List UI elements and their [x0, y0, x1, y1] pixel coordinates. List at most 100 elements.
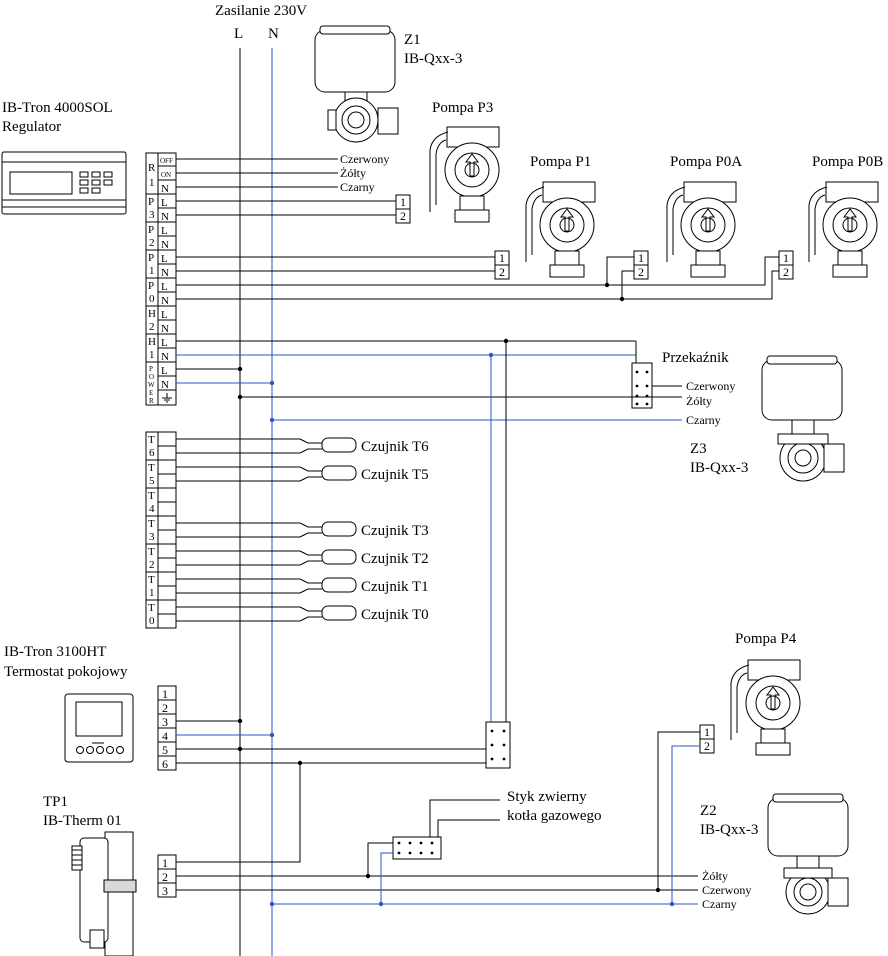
tp1-term-1: 1 — [162, 856, 168, 870]
pin-p2-n: N — [161, 239, 169, 251]
sensor-t6-label: Czujnik T6 — [361, 439, 429, 455]
junction-dot — [237, 746, 243, 752]
sensor-t0-label: Czujnik T0 — [361, 607, 429, 623]
z2-name: Z2 — [700, 803, 717, 819]
z2-wire-black: Czarny — [702, 897, 737, 911]
z3-wire-black: Czarny — [686, 413, 721, 427]
term-t0-b: 0 — [149, 615, 155, 627]
p0b-conn-2: 2 — [783, 265, 789, 279]
junction-dot — [237, 394, 243, 400]
term-t6-b: 6 — [149, 447, 155, 459]
wire-boiler-1 — [429, 799, 500, 837]
term-t3-a: T — [148, 518, 155, 530]
term-p0-a: P — [148, 280, 154, 292]
pin-p1-l: L — [161, 253, 168, 265]
z1-wire-red: Czerwony — [340, 152, 389, 166]
p3-connector — [395, 194, 411, 224]
term-t3-b: 3 — [149, 531, 155, 543]
svg-text:O: O — [149, 373, 154, 381]
supply-title: Zasilanie 230V — [215, 3, 307, 19]
thermostat-sub: Termostat pokojowy — [4, 664, 128, 680]
junction-dot — [269, 380, 275, 386]
z1-wire-yellow: Żółty — [340, 166, 366, 180]
thermostat-device — [64, 693, 134, 763]
term-h2-b: 2 — [149, 321, 155, 333]
term-p1-a: P — [148, 252, 154, 264]
sensor-t2-probe — [176, 549, 357, 566]
pump-p0a-label: Pompa P0A — [670, 154, 742, 170]
wire-p4-l — [657, 731, 700, 890]
pump-p4-icon — [730, 659, 801, 756]
pump-p3-label: Pompa P3 — [432, 100, 493, 116]
term-t4-b: 4 — [149, 503, 155, 515]
regulator-device — [1, 151, 127, 215]
sensor-t3-label: Czujnik T3 — [361, 523, 429, 539]
junction-dot — [378, 901, 384, 907]
th-term-2: 2 — [162, 701, 168, 715]
p0a-conn-2: 2 — [638, 265, 644, 279]
pin-p1-n: N — [161, 267, 169, 279]
sensor-t1-label: Czujnik T1 — [361, 579, 429, 595]
th-term-5: 5 — [162, 743, 168, 757]
term-p3-b: 3 — [149, 209, 155, 221]
pump-p0b-icon — [808, 181, 879, 278]
p0b-connector — [778, 250, 794, 280]
p4-conn-2: 2 — [704, 739, 710, 753]
p0b-conn-1: 1 — [783, 251, 789, 265]
pin-h1-n: N — [161, 351, 169, 363]
z3-valve-icon — [761, 355, 845, 482]
junction-dot — [619, 296, 625, 302]
p0a-conn-1: 1 — [638, 251, 644, 265]
p1-conn-1: 1 — [499, 251, 505, 265]
sensor-t1-probe — [176, 577, 357, 594]
supply-l-label: L — [234, 26, 243, 42]
term-p1-b: 1 — [149, 265, 155, 277]
sensor-t5-label: Czujnik T5 — [361, 467, 429, 483]
z2-wire-yellow: Żółty — [702, 869, 728, 883]
wire-h1-n — [176, 354, 637, 372]
svg-text:R: R — [149, 397, 154, 405]
term-p0-b: 0 — [149, 293, 155, 305]
pump-p1-label: Pompa P1 — [530, 154, 591, 170]
svg-text:P: P — [149, 365, 153, 373]
term-t6-a: T — [148, 434, 155, 446]
z2-wire-red: Czerwony — [702, 883, 751, 897]
pin-h2-n: N — [161, 323, 169, 335]
p3-conn-1: 1 — [400, 195, 406, 209]
pump-p3-icon — [429, 126, 500, 223]
term-p2-b: 2 — [149, 237, 155, 249]
pin-on: ON — [161, 171, 171, 179]
term-h2-a: H — [148, 308, 156, 320]
z2-model: IB-Qxx-3 — [700, 822, 758, 838]
pin-r1-n: N — [161, 183, 169, 195]
boiler-contact-icon — [392, 836, 442, 860]
z3-wire-yellow: Żółty — [686, 394, 712, 408]
sensor-t3-probe — [176, 521, 357, 538]
z3-wire-red: Czerwony — [686, 379, 735, 393]
boiler-line1: Styk zwierny — [507, 789, 587, 805]
pin-power-l: L — [161, 365, 168, 377]
term-h1-b: 1 — [149, 349, 155, 361]
wire-boiler-2 — [437, 819, 500, 837]
junction-dot — [503, 338, 509, 344]
term-p3-a: P — [148, 196, 154, 208]
pin-p3-l: L — [161, 197, 168, 209]
term-p2-a: P — [148, 224, 154, 236]
tp1-device — [71, 831, 137, 956]
pin-p0-n: N — [161, 295, 169, 307]
regulator-terminal-strip — [145, 152, 177, 406]
term-r1-a: R — [148, 162, 156, 174]
pin-p2-l: L — [161, 225, 168, 237]
tp1-name: TP1 — [43, 794, 68, 810]
p3-conn-2: 2 — [400, 209, 406, 223]
pin-h1-l: L — [161, 337, 168, 349]
svg-text:W: W — [148, 381, 155, 389]
tp1-term-3: 3 — [162, 884, 168, 898]
z1-wire-black: Czarny — [340, 180, 375, 194]
term-r1-b: 1 — [149, 177, 155, 189]
th-term-4: 4 — [162, 729, 168, 743]
term-t1-a: T — [148, 574, 155, 586]
pump-p0b-label: Pompa P0B — [812, 154, 883, 170]
term-power-label: P O W E R — [148, 365, 155, 405]
term-t2-a: T — [148, 546, 155, 558]
